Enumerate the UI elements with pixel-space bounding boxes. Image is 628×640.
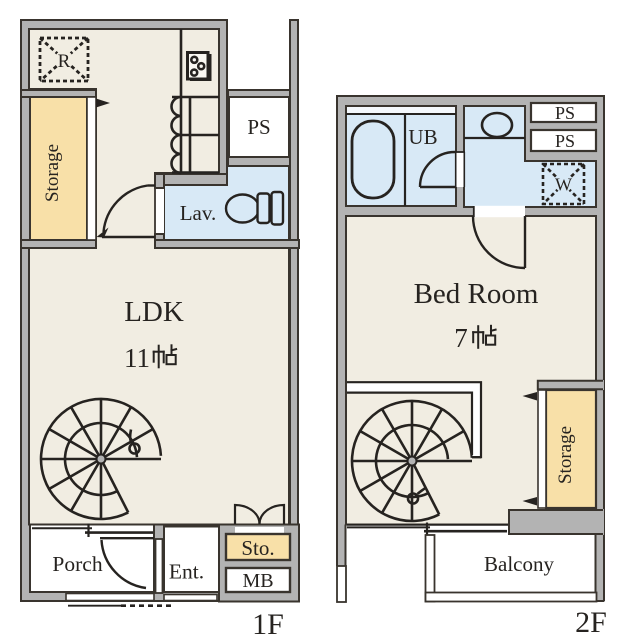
svg-text:MB: MB — [242, 570, 273, 592]
svg-text:R: R — [58, 51, 71, 72]
svg-text:1F: 1F — [252, 608, 284, 640]
svg-text:Lav.: Lav. — [180, 201, 217, 225]
svg-text:11: 11 — [124, 343, 150, 373]
svg-text:Porch: Porch — [52, 552, 102, 576]
svg-text:Sto.: Sto. — [241, 536, 274, 560]
svg-text:PS: PS — [555, 131, 575, 151]
svg-text:UB: UB — [408, 125, 437, 149]
svg-text:PS: PS — [247, 115, 270, 139]
svg-text:PS: PS — [555, 103, 575, 123]
svg-text:Bed Room: Bed Room — [414, 278, 539, 310]
svg-text:7: 7 — [454, 323, 468, 353]
svg-text:Ent.: Ent. — [169, 560, 204, 584]
svg-text:Storage: Storage — [42, 144, 63, 202]
svg-text:Balcony: Balcony — [484, 552, 554, 576]
svg-text:Storage: Storage — [555, 426, 576, 484]
svg-text:LDK: LDK — [124, 296, 184, 328]
svg-text:2F: 2F — [575, 606, 607, 639]
svg-text:W: W — [555, 175, 572, 195]
